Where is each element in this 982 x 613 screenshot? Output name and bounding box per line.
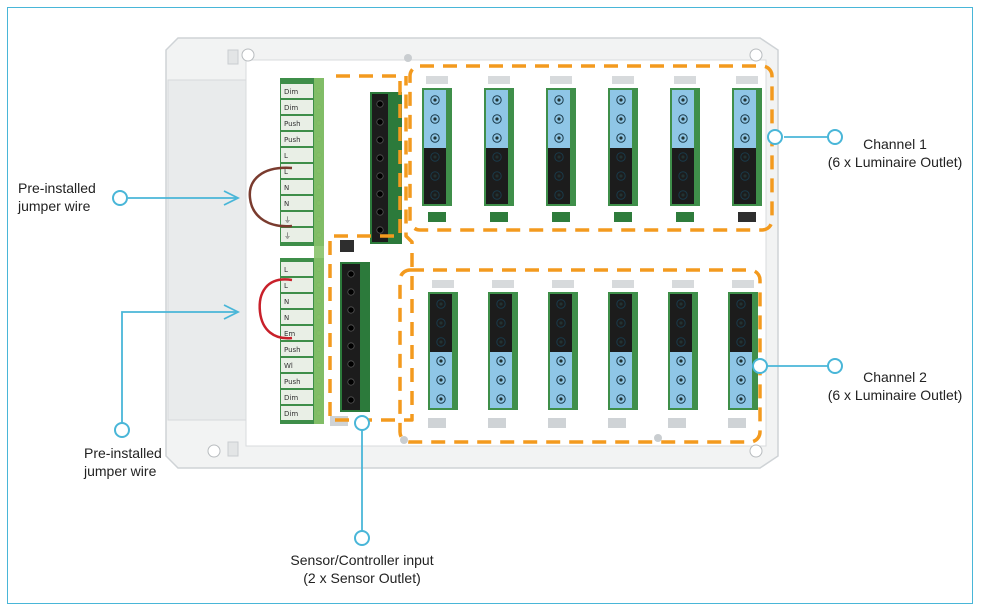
top-terminal	[281, 212, 313, 226]
jumper-wire-bottom	[258, 278, 293, 340]
label-sensor-input-line1: Sensor/Controller input	[290, 552, 434, 568]
top-terminal-mark: N	[284, 184, 289, 192]
label-channel-1-line1: Channel 1	[863, 136, 927, 152]
label-jumper-wire-bottom: Pre-installed jumper wire	[84, 444, 162, 480]
callout-lines	[121, 136, 828, 538]
bottom-terminal	[281, 390, 313, 404]
bottom-terminal	[281, 278, 313, 292]
top-terminal-mark: N	[284, 200, 289, 208]
bottom-terminal-mark: Dim	[284, 394, 298, 402]
label-channel-1-line2: (6 x Luminaire Outlet)	[827, 154, 963, 170]
label-jumper-wire-bottom-line1: Pre-installed	[84, 445, 162, 461]
label-jumper-wire-top-line2: jumper wire	[18, 198, 91, 214]
bottom-terminal	[281, 406, 313, 420]
top-terminal-mark: Push	[284, 136, 301, 144]
bottom-terminal-mark: Dim	[284, 410, 298, 418]
callout-markers	[112, 129, 843, 546]
channel-1-outlet-5	[670, 76, 700, 206]
top-terminal-mark: Dim	[284, 104, 298, 112]
bottom-terminal-mark: Push	[284, 378, 301, 386]
bottom-terminal	[281, 262, 313, 276]
callout-marker-channel-1-start	[767, 129, 783, 145]
channel-1-outlet-1	[422, 76, 452, 206]
label-sensor-input: Sensor/Controller input (2 x Sensor Outl…	[272, 551, 452, 587]
callout-marker-sensor	[354, 530, 370, 546]
bottom-terminal-mark: L	[284, 282, 288, 290]
callout-marker-channel-1	[827, 129, 843, 145]
top-terminal	[281, 148, 313, 162]
channel-2-outlet-6	[728, 280, 758, 410]
bottom-terminal-mark: Wl	[284, 362, 293, 370]
label-jumper-wire-top: Pre-installed jumper wire	[18, 179, 96, 215]
top-terminal-mark: Push	[284, 120, 301, 128]
label-channel-1: Channel 1 (6 x Luminaire Outlet)	[820, 135, 970, 171]
channel-1-outlets	[422, 76, 762, 222]
channel-1-region	[408, 64, 774, 232]
callout-marker-channel-2-start	[752, 358, 768, 374]
top-terminal	[281, 100, 313, 114]
dashed-regions	[328, 64, 774, 444]
channel-1-outlet-3	[546, 76, 576, 206]
bottom-terminal	[281, 342, 313, 356]
bottom-terminal	[281, 358, 313, 372]
label-jumper-wire-bottom-line2: jumper wire	[84, 463, 157, 479]
top-terminal-mark: Dim	[284, 88, 298, 96]
channel-1-outlet-6	[732, 76, 762, 206]
bottom-terminal-mark: Em	[284, 330, 295, 338]
top-terminal	[281, 196, 313, 210]
channel-2-outlet-2	[488, 280, 518, 410]
channel-2-outlet-5	[668, 280, 698, 410]
label-channel-2-line2: (6 x Luminaire Outlet)	[827, 387, 963, 403]
bottom-terminal	[281, 326, 313, 340]
label-sensor-input-line2: (2 x Sensor Outlet)	[303, 570, 421, 586]
top-terminal-mark: ⏚	[284, 216, 291, 224]
top-terminal	[281, 132, 313, 146]
jumper-wire-top	[248, 166, 293, 228]
label-channel-2: Channel 2 (6 x Luminaire Outlet)	[820, 368, 970, 404]
callout-marker-jumper-bottom	[114, 422, 130, 438]
top-terminal-mark: ⏚	[284, 232, 291, 240]
callout-marker-sensor-start	[354, 415, 370, 431]
channel-2-outlets	[428, 280, 758, 428]
sensor-outlet-bottom	[340, 262, 370, 412]
figure-frame	[7, 7, 973, 604]
top-terminal-mark: L	[284, 168, 288, 176]
callout-arrowheads	[223, 190, 241, 320]
channel-2-outlet-3	[548, 280, 578, 410]
callout-marker-jumper-top	[112, 190, 128, 206]
bottom-terminal-mark: N	[284, 314, 289, 322]
top-terminal	[281, 116, 313, 130]
bottom-terminal	[281, 374, 313, 388]
top-terminal-mark: L	[284, 152, 288, 160]
bottom-terminal-mark: Push	[284, 346, 301, 354]
top-terminal	[281, 228, 313, 242]
channel-1-outlet-4	[608, 76, 638, 206]
top-terminal	[281, 180, 313, 194]
sensor-outlet-top	[370, 92, 402, 244]
channel-1-outlet-2	[484, 76, 514, 206]
channel-2-outlet-4	[608, 280, 638, 410]
callout-marker-channel-2	[827, 358, 843, 374]
bottom-terminal-mark: N	[284, 298, 289, 306]
label-channel-2-line1: Channel 2	[863, 369, 927, 385]
channel-2-region	[398, 268, 762, 444]
bottom-terminal-mark: L	[284, 266, 288, 274]
top-terminal	[281, 84, 313, 98]
bottom-terminal	[281, 310, 313, 324]
sensor-region	[328, 74, 414, 422]
bottom-terminal	[281, 294, 313, 308]
label-jumper-wire-top-line1: Pre-installed	[18, 180, 96, 196]
channel-2-outlet-1	[428, 280, 458, 410]
